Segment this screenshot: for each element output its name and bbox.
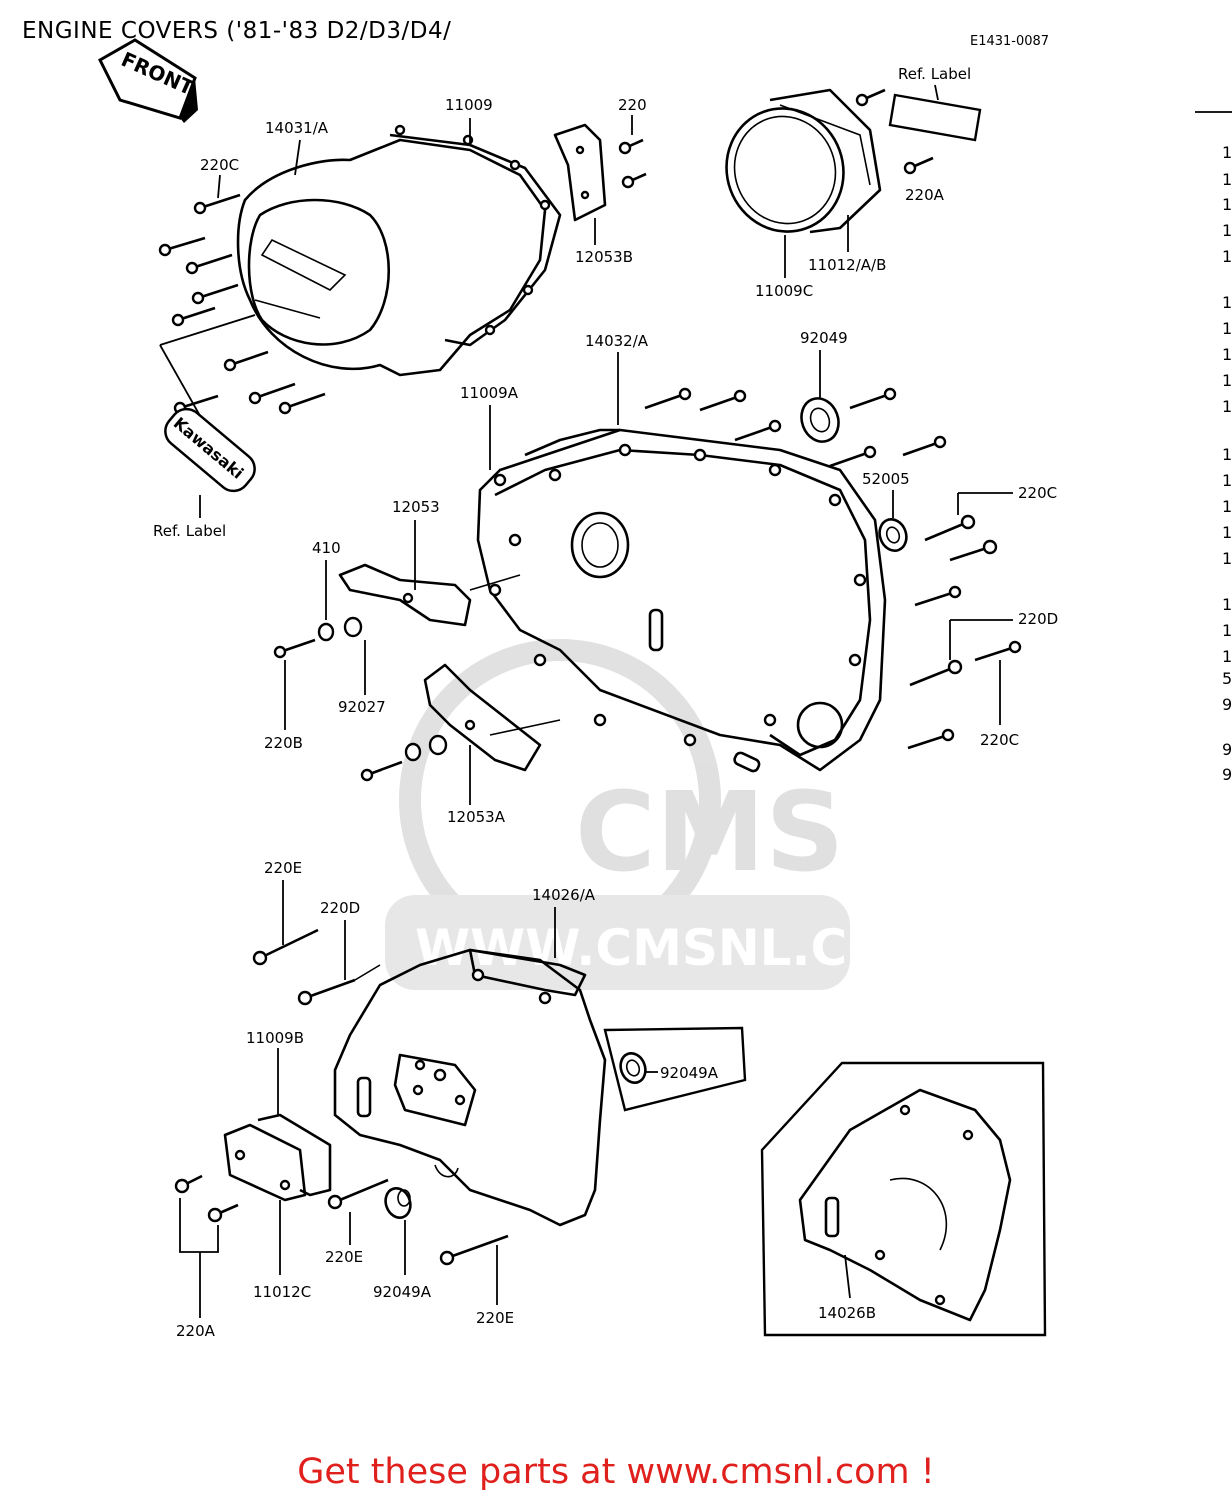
label-220-top: 220 xyxy=(618,96,647,114)
label-92049a-lower: 92049A xyxy=(373,1283,432,1301)
svg-text:1: 1 xyxy=(1222,319,1232,338)
svg-text:5: 5 xyxy=(1222,669,1232,688)
label-11012ab: 11012/A/B xyxy=(808,256,886,274)
bolt-220e-bottom xyxy=(439,1234,509,1305)
svg-text:1: 1 xyxy=(1222,247,1232,266)
svg-text:1: 1 xyxy=(1222,595,1232,614)
diagram-code: E1431-0087 xyxy=(970,34,1049,49)
label-220d-lower: 220D xyxy=(320,899,360,917)
svg-text:1: 1 xyxy=(1222,143,1232,162)
bolts-left-cover xyxy=(158,193,326,415)
guide-12053a xyxy=(360,663,561,782)
bolts-right-cover xyxy=(644,387,1022,750)
watermark-brand: CMS xyxy=(575,768,844,896)
bolts-220a-bottom xyxy=(174,1174,239,1318)
label-14026a: 14026/A xyxy=(532,886,596,904)
label-14026b: 14026B xyxy=(818,1304,876,1322)
cover-11012 xyxy=(725,88,882,234)
label-11009: 11009 xyxy=(445,96,493,114)
seal-52005 xyxy=(878,518,908,552)
side-list-partial: 1 1 1 1 1 1 1 1 1 1 1 1 1 1 1 1 1 1 5 9 … xyxy=(1195,111,1232,784)
bracket-12053b xyxy=(553,123,647,222)
svg-text:9: 9 xyxy=(1222,695,1232,714)
label-220a-bottom: 220A xyxy=(176,1322,216,1340)
spacer-92049a xyxy=(384,1187,412,1275)
label-11009c: 11009C xyxy=(755,282,813,300)
label-52005: 52005 xyxy=(862,470,910,488)
label-220c-right1: 220C xyxy=(1018,484,1057,502)
parts-diagram: CMS WWW.CMSNL.COM E1431-0087 FRONT 220C … xyxy=(98,34,1232,1340)
label-14031a: 14031/A xyxy=(265,119,329,137)
watermark-url: WWW.CMSNL.COM xyxy=(415,919,940,977)
label-220a-top: 220A xyxy=(905,186,945,204)
right-engine-cover xyxy=(476,428,887,773)
ref-label-plate-top xyxy=(888,84,982,142)
svg-text:1: 1 xyxy=(1222,497,1232,516)
svg-text:1: 1 xyxy=(1222,170,1232,189)
svg-text:1: 1 xyxy=(1222,523,1232,542)
label-11009b: 11009B xyxy=(246,1029,304,1047)
svg-text:1: 1 xyxy=(1222,293,1232,312)
label-220e-bottom: 220E xyxy=(476,1309,514,1327)
svg-text:1: 1 xyxy=(1222,397,1232,416)
label-220e-top: 220E xyxy=(264,859,302,877)
svg-text:1: 1 xyxy=(1222,621,1232,640)
label-ref-label-left: Ref. Label xyxy=(153,522,226,540)
label-12053a: 12053A xyxy=(447,808,506,826)
label-220c-right2: 220C xyxy=(980,731,1019,749)
watermark: CMS WWW.CMSNL.COM xyxy=(385,639,940,990)
kawasaki-emblem: Kawasaki xyxy=(159,314,256,518)
label-92049a-box: 92049A xyxy=(660,1064,719,1082)
label-220d-right: 220D xyxy=(1018,610,1058,628)
svg-text:1: 1 xyxy=(1222,647,1232,666)
svg-text:1: 1 xyxy=(1222,195,1232,214)
label-220e-mid: 220E xyxy=(325,1248,363,1266)
bolt-220e-mid xyxy=(327,1178,389,1245)
label-410: 410 xyxy=(312,539,341,557)
svg-text:1: 1 xyxy=(1222,221,1232,240)
label-92049: 92049 xyxy=(800,329,848,347)
label-220c-left: 220C xyxy=(200,156,239,174)
svg-text:1: 1 xyxy=(1222,445,1232,464)
label-14032a: 14032/A xyxy=(585,332,649,350)
left-engine-cover xyxy=(236,124,562,377)
label-11012c: 11012C xyxy=(253,1283,311,1301)
svg-text:9: 9 xyxy=(1222,740,1232,759)
inset-14026b xyxy=(760,1061,1047,1337)
diagram-title: ENGINE COVERS ('81-'83 D2/D3/D4/ xyxy=(22,18,452,44)
svg-text:1: 1 xyxy=(1222,345,1232,364)
label-12053: 12053 xyxy=(392,498,440,516)
label-92027: 92027 xyxy=(338,698,386,716)
label-ref-label-top: Ref. Label xyxy=(898,65,971,83)
plate-11012c xyxy=(223,1048,332,1275)
svg-text:9: 9 xyxy=(1222,765,1232,784)
front-arrow-tag: FRONT xyxy=(98,38,198,123)
guide-12053 xyxy=(273,563,521,659)
bolts-top-right xyxy=(855,88,934,175)
label-12053b: 12053B xyxy=(575,248,633,266)
seal-92049a-box xyxy=(603,1026,747,1112)
label-11009a: 11009A xyxy=(460,384,519,402)
sprocket-cover-14026 xyxy=(333,948,607,1227)
svg-text:1: 1 xyxy=(1222,371,1232,390)
svg-text:1: 1 xyxy=(1222,471,1232,490)
footer-link-text[interactable]: Get these parts at www.cmsnl.com ! xyxy=(297,1452,935,1492)
label-220b: 220B xyxy=(264,734,303,752)
oil-seal-92049 xyxy=(800,397,840,443)
svg-text:1: 1 xyxy=(1222,549,1232,568)
